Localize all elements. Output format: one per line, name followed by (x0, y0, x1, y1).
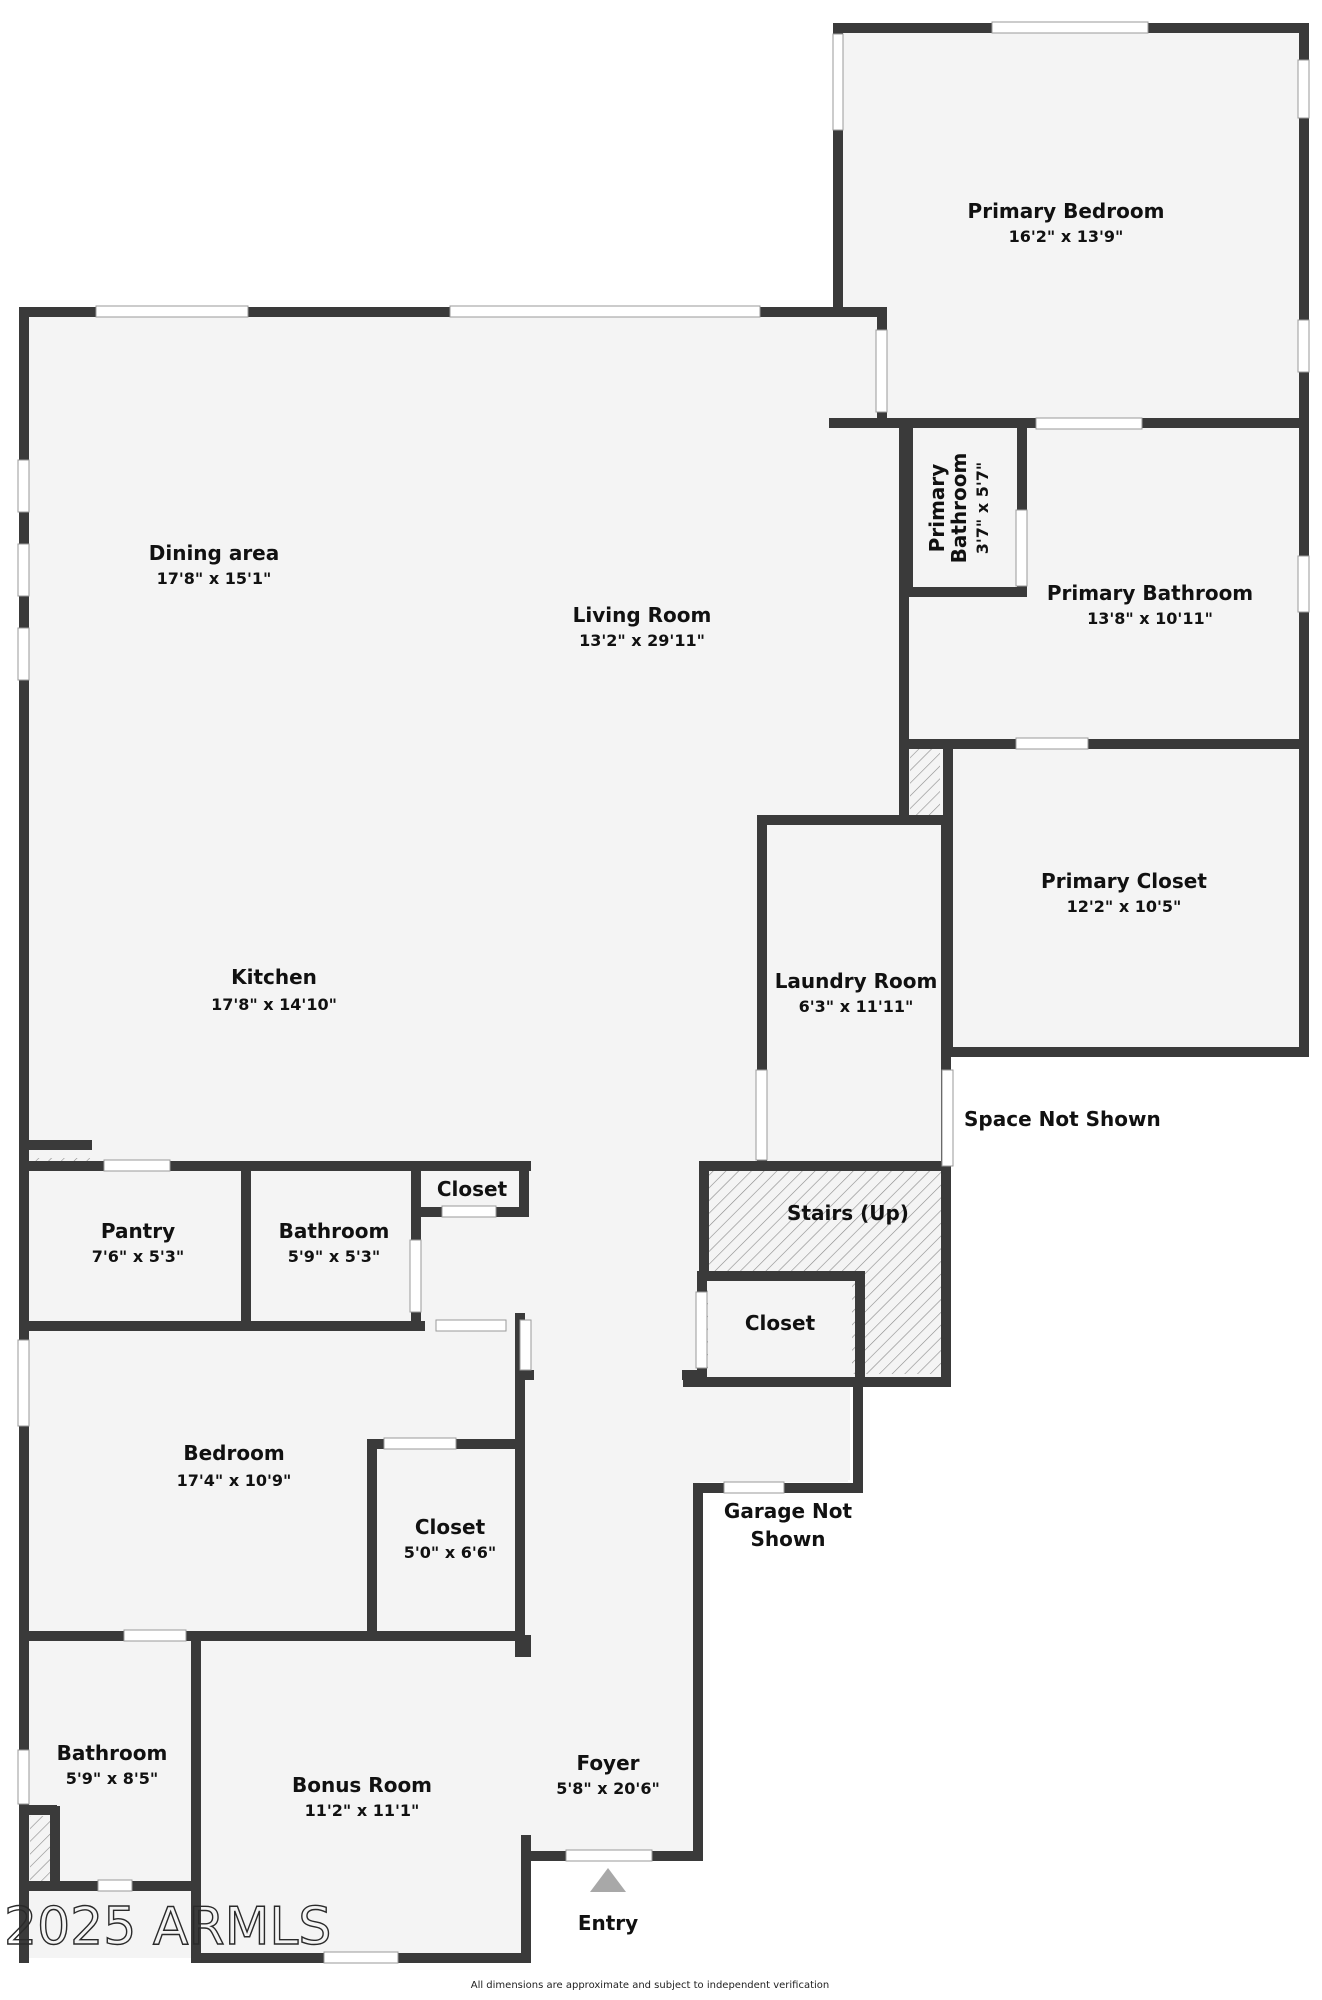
duct-hatch (910, 748, 940, 816)
room-name-dining: Dining area (149, 541, 280, 565)
windows (17, 21, 1310, 1964)
closet-stairs-floor (708, 1276, 852, 1374)
wall-stubs (24, 1140, 704, 1890)
garage-note-line1: Garage Not (724, 1499, 853, 1523)
room-name-foyer: Foyer (576, 1751, 639, 1775)
room-dims-living: 13'2" x 29'11" (579, 631, 705, 650)
room-name-primary-bathroom: Primary Bathroom (1047, 581, 1253, 605)
room-name-laundry: Laundry Room (775, 969, 938, 993)
room-dims-bathroom2: 5'9" x 8'5" (66, 1769, 158, 1788)
room-dims-primary-closet: 12'2" x 10'5" (1067, 897, 1182, 916)
room-name-bonus: Bonus Room (292, 1773, 432, 1797)
garage-note-line2: Shown (750, 1527, 825, 1551)
room-dims-bonus: 11'2" x 11'1" (305, 1801, 420, 1820)
watermark: 2025 ARMLS (4, 1897, 331, 1957)
room-dims-dining: 17'8" x 15'1" (157, 569, 272, 588)
room-name-primary-bath-small-1: Primary (925, 464, 949, 553)
room-dims-bathroom1: 5'9" x 5'3" (288, 1247, 380, 1266)
room-dims-foyer: 5'8" x 20'6" (556, 1779, 660, 1798)
room-name-closet-small: Closet (437, 1177, 508, 1201)
room-name-bathroom2: Bathroom (57, 1741, 168, 1765)
entry-arrow-icon (590, 1868, 626, 1892)
bath-hatch (30, 1816, 50, 1884)
room-dims-primary-bath-small: 3'7" x 5'7" (973, 462, 992, 554)
room-name-primary-closet: Primary Closet (1041, 869, 1207, 893)
space-not-shown-note: Space Not Shown (964, 1107, 1161, 1131)
room-name-bathroom1: Bathroom (279, 1219, 390, 1243)
room-dims-pantry: 7'6" x 5'3" (92, 1247, 184, 1266)
entry-label: Entry (578, 1911, 638, 1935)
notes: Space Not Shown Garage Not Shown Entry 2… (3, 1107, 1161, 1991)
room-name-kitchen: Kitchen (231, 965, 317, 989)
room-dims-primary-bathroom: 13'8" x 10'11" (1087, 609, 1213, 628)
room-name-primary-bath-small-2: Bathroom (947, 453, 971, 564)
room-name-bedroom: Bedroom (183, 1441, 284, 1465)
room-dims-primary-bedroom: 16'2" x 13'9" (1009, 227, 1124, 246)
room-name-primary-bedroom: Primary Bedroom (968, 199, 1165, 223)
room-dims-closet-bedroom: 5'0" x 6'6" (404, 1543, 496, 1562)
room-dims-bedroom: 17'4" x 10'9" (177, 1471, 292, 1490)
room-name-closet-stairs: Closet (745, 1311, 816, 1335)
room-name-pantry: Pantry (101, 1219, 175, 1243)
room-name-living: Living Room (573, 603, 712, 627)
room-name-stairs: Stairs (Up) (787, 1201, 909, 1225)
disclaimer: All dimensions are approximate and subje… (471, 1980, 830, 1991)
room-labels: Primary Bedroom 16'2" x 13'9" Dining are… (57, 199, 1254, 1820)
room-dims-kitchen: 17'8" x 14'10" (211, 995, 337, 1014)
room-name-closet-bedroom: Closet (415, 1515, 486, 1539)
room-dims-laundry: 6'3" x 11'11" (799, 997, 914, 1016)
